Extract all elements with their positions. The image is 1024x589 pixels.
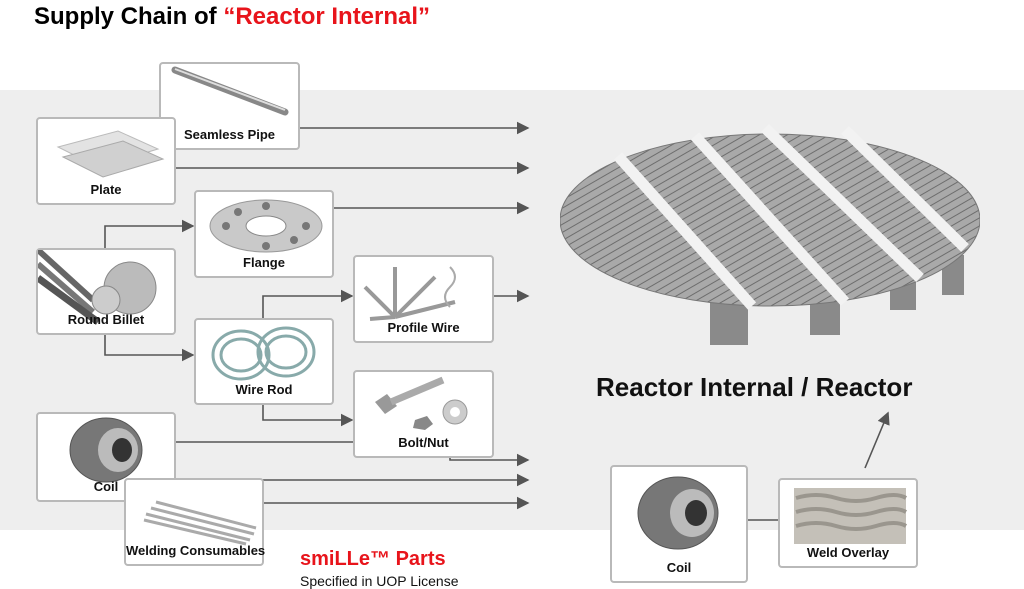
label-weld-overlay: Weld Overlay bbox=[806, 545, 890, 560]
reactor-internal-image bbox=[560, 124, 980, 345]
arrow-wirerod-profile bbox=[262, 289, 354, 318]
brand-note: Specified in UOP License bbox=[300, 573, 459, 589]
label-round-billet: Round Billet bbox=[67, 312, 145, 327]
arrow-billet-wirerod bbox=[104, 335, 195, 362]
profile-wire-image bbox=[363, 266, 456, 321]
label-plate: Plate bbox=[90, 182, 122, 197]
weld-overlay-image bbox=[794, 488, 908, 544]
brand-name: smiLLe™ Parts bbox=[300, 548, 446, 570]
flange-image bbox=[209, 199, 323, 253]
welding-consumables-image bbox=[143, 500, 257, 546]
card-flange: Flange bbox=[194, 190, 334, 278]
label-profile-wire: Profile Wire bbox=[387, 320, 460, 335]
plate-image bbox=[56, 130, 165, 178]
card-plate: Plate bbox=[36, 117, 176, 205]
card-round-billet: Round Billet bbox=[36, 248, 176, 335]
card-weld-overlay: Weld Overlay bbox=[778, 478, 918, 568]
card-seamless-pipe: Seamless Pipe bbox=[159, 62, 300, 150]
card-wire-rod: Wire Rod bbox=[194, 318, 334, 405]
card-bolt-nut: Bolt/Nut bbox=[353, 370, 494, 458]
bolt-nut-image bbox=[375, 376, 468, 430]
arrow-billet-flange bbox=[104, 219, 195, 248]
round-billet-image bbox=[38, 250, 157, 325]
label-coil-left: Coil bbox=[93, 479, 119, 494]
card-coil-right: Coil bbox=[610, 465, 748, 583]
label-flange: Flange bbox=[243, 255, 285, 270]
arrow-to-reactor bbox=[864, 411, 890, 469]
label-coil-right: Coil bbox=[666, 560, 692, 575]
seamless-pipe-image bbox=[171, 66, 289, 116]
card-profile-wire: Profile Wire bbox=[353, 255, 494, 343]
label-bolt-nut: Bolt/Nut bbox=[398, 435, 449, 450]
title-prefix: Supply Chain of bbox=[34, 3, 224, 30]
label-welding-consumables: Welding Consumables bbox=[126, 543, 266, 558]
arrow-wirerod-bolt bbox=[262, 405, 354, 427]
wire-rod-image bbox=[211, 326, 316, 381]
title-highlight: “Reactor Internal” bbox=[223, 3, 431, 30]
card-welding-consumables: Welding Consumables bbox=[124, 478, 266, 566]
label-wire-rod: Wire Rod bbox=[235, 382, 293, 397]
coil-right-image bbox=[637, 476, 719, 550]
card-coil-left: Coil bbox=[36, 412, 176, 502]
label-seamless-pipe: Seamless Pipe bbox=[183, 127, 276, 142]
coil-left-image bbox=[69, 417, 143, 483]
page-title: Supply Chain of “Reactor Internal” bbox=[34, 3, 430, 31]
reactor-title: Reactor Internal / Reactor bbox=[596, 372, 913, 402]
